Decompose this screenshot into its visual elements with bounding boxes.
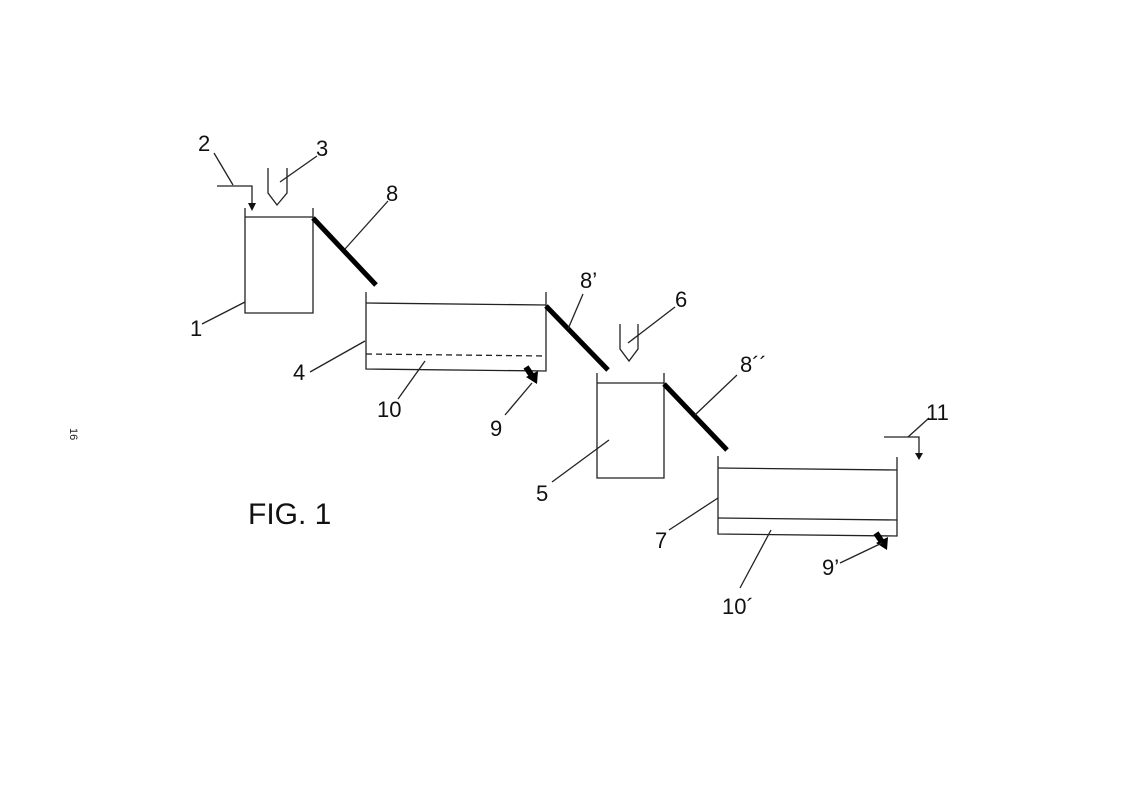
chute-8-double-prime (662, 374, 738, 452)
nozzle-3 (267, 155, 318, 207)
label-7: 7 (655, 528, 667, 553)
tank-5 (551, 373, 665, 483)
label-1: 1 (190, 316, 202, 341)
figure-title: FIG. 1 (248, 498, 331, 531)
chute-8-prime (544, 293, 610, 372)
label-6: 6 (675, 287, 687, 312)
label-10: 10 (377, 397, 401, 422)
inlet-arrow-2 (213, 152, 256, 211)
label-2: 2 (198, 131, 210, 156)
outlet-arrow-9 (504, 365, 538, 416)
label-3: 3 (316, 136, 328, 161)
tank-1 (201, 208, 314, 325)
label-11: 11 (926, 400, 949, 425)
label-9-prime: 9’ (822, 555, 839, 580)
tank-4 (309, 292, 547, 400)
label-8-double-prime: 8´´ (740, 352, 767, 377)
label-8: 8 (386, 181, 398, 206)
label-9: 9 (490, 416, 502, 441)
tank-7 (668, 456, 898, 589)
label-5: 5 (536, 481, 548, 506)
outlet-arrow-9-prime (839, 531, 888, 564)
label-4: 4 (293, 360, 305, 385)
nozzle-6 (619, 306, 676, 363)
inlet-arrow-11 (884, 417, 930, 460)
page-number: 16 (67, 428, 79, 440)
label-10-prime: 10´ (722, 594, 754, 619)
label-8-prime: 8’ (580, 268, 597, 293)
chute-8 (311, 200, 389, 287)
